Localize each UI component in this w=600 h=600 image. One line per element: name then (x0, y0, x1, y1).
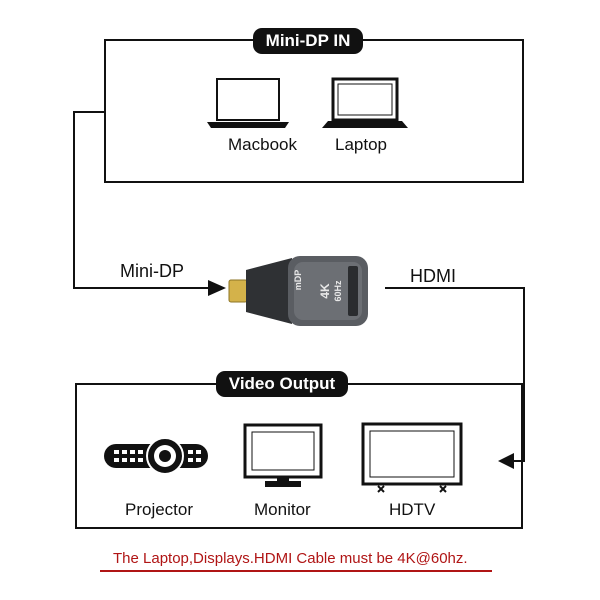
adapter-input-label: Mini-DP (120, 261, 185, 281)
hdmi-arrowhead-icon (498, 453, 514, 469)
output-section-title: Video Output (216, 371, 348, 397)
adapter-output-label: HDMI (410, 266, 456, 286)
device-label-macbook: Macbook (228, 135, 297, 154)
projector-icon (104, 437, 208, 475)
adapter-icon: mDP 4K 60Hz (228, 256, 368, 326)
device-label-projector: Projector (125, 500, 194, 519)
macbook-icon (207, 78, 289, 128)
device-label-laptop: Laptop (335, 135, 387, 154)
adapter-logo-text: mDP (293, 270, 303, 291)
hdtv-icon (361, 422, 463, 493)
monitor-icon (243, 423, 323, 487)
footer-note: The Laptop,Displays.HDMI Cable must be 4… (113, 550, 468, 567)
mini-dp-arrowhead-icon (208, 280, 226, 296)
input-section-frame (104, 39, 524, 183)
footer-note-underline (100, 570, 492, 572)
hdmi-connector-line (385, 287, 525, 462)
adapter-spec-refresh: 60Hz (333, 280, 343, 302)
adapter-spec-resolution: 4K (318, 283, 332, 299)
device-label-hdtv: HDTV (389, 500, 436, 519)
device-label-monitor: Monitor (254, 500, 311, 519)
mini-dp-connector-line (73, 111, 212, 289)
input-section-title: Mini-DP IN (253, 28, 363, 54)
laptop-icon (322, 77, 408, 128)
